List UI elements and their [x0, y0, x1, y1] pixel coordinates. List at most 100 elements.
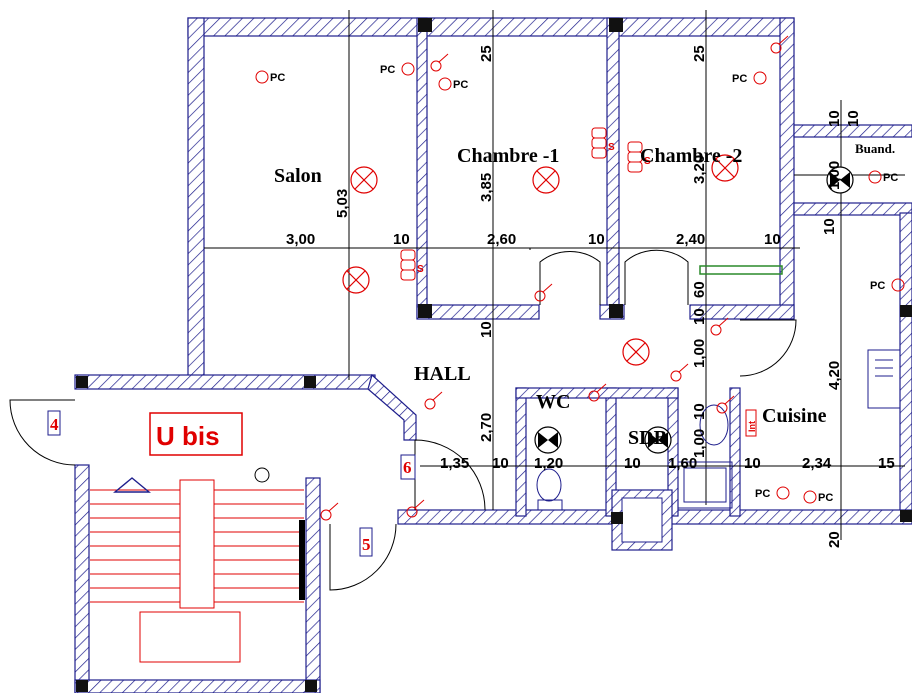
- dim-label: 10: [826, 110, 843, 127]
- switch-icon: [588, 383, 607, 402]
- wet-light-icon: [534, 426, 562, 454]
- column: [900, 510, 912, 522]
- outlet-pc-label: PC: [270, 72, 285, 84]
- outlet-pc-icon: PC: [755, 486, 790, 500]
- door-cuisine: [739, 319, 797, 377]
- ceiling-light-icon: [342, 266, 370, 294]
- socket-label: S: [608, 142, 615, 153]
- toilet-icon: [536, 468, 562, 502]
- switch-icon: [770, 35, 789, 54]
- column: [305, 680, 317, 692]
- stair-up-arrow: [113, 477, 151, 493]
- dim-label: 25: [478, 45, 495, 62]
- switch-icon: [424, 391, 443, 410]
- dim-label: 60: [691, 281, 708, 298]
- outlet-pc-icon: PC: [380, 62, 415, 76]
- dim-label: 10: [845, 110, 862, 127]
- stair-core: [179, 479, 215, 609]
- switch-icon: [534, 283, 553, 302]
- room-label-chambre2: Chambre -2: [640, 145, 742, 167]
- column: [418, 304, 432, 318]
- outlet-pc-label: PC: [870, 280, 885, 292]
- outlet-pc-icon: PC: [732, 71, 767, 85]
- cabinet-green: [699, 265, 783, 275]
- block-label: U bis: [156, 421, 220, 451]
- switch-icon: [430, 53, 449, 72]
- wall-stair-bottom: [74, 679, 321, 693]
- kitchen-stove: [867, 349, 901, 409]
- socket-stack-icon: S: [591, 127, 615, 159]
- dim-label: 10: [691, 403, 708, 420]
- socket-stack-icon: S: [627, 141, 651, 173]
- door-5: [329, 523, 397, 591]
- dim-label: 10: [821, 218, 838, 235]
- wall-chambre1-right: [606, 17, 620, 319]
- column: [609, 304, 623, 318]
- socket-label: S: [644, 156, 651, 167]
- block-label-box: [149, 412, 243, 456]
- wall-buand-top: [793, 124, 912, 138]
- dim-label: 2,60: [487, 231, 516, 248]
- wall-stair-right: [305, 477, 321, 693]
- column: [304, 376, 316, 388]
- outlet-pc-label: PC: [380, 64, 395, 76]
- wall-sdb-top: [515, 387, 679, 399]
- door-chambre2: [624, 249, 689, 305]
- room-label-chambre1: Chambre -1: [457, 145, 559, 167]
- stair-steps: [90, 489, 304, 603]
- doors: [9, 249, 797, 591]
- dim-label: 15: [878, 455, 895, 472]
- stair-light: [254, 467, 270, 483]
- wall-wc-left: [515, 387, 527, 517]
- dim-label: 10: [764, 231, 781, 248]
- dim-label: 1,00: [691, 429, 708, 458]
- outlet-pc-icon: PC: [255, 70, 285, 84]
- dim-label: 10: [478, 321, 495, 338]
- dim-label: 10: [744, 455, 761, 472]
- switch-icon: [670, 363, 689, 382]
- ceiling-light-icon: [532, 166, 560, 194]
- switch-icon: [716, 395, 735, 414]
- switch-icon: [710, 317, 729, 336]
- dim-label: 20: [826, 531, 843, 548]
- dim-label: 10: [588, 231, 605, 248]
- toilet-tank: [537, 499, 563, 511]
- dim-label: 4,20: [826, 361, 843, 390]
- sanitary: [536, 404, 733, 511]
- outlet-pc-icon: PC: [438, 77, 468, 91]
- column: [76, 376, 88, 388]
- staircase: [139, 479, 241, 663]
- dim-label: 1,00: [691, 339, 708, 368]
- dim-label: 10: [492, 455, 509, 472]
- outlet-pc-label: PC: [732, 73, 747, 85]
- dim-label: 10: [691, 308, 708, 325]
- switch-box-label: Int: [747, 421, 757, 432]
- switch-icon: [320, 502, 339, 521]
- outlet-pc-label: PC: [818, 492, 833, 504]
- dim-label: 1,20: [534, 455, 563, 472]
- switch-box-icon: Int: [745, 409, 757, 437]
- dim-label: 25: [691, 45, 708, 62]
- dim-label: 5,03: [334, 189, 351, 218]
- ceiling-light-icon: [350, 166, 378, 194]
- dim-label: 3,00: [286, 231, 315, 248]
- door-number-4: 4: [50, 415, 59, 434]
- stair-landing: [139, 611, 241, 663]
- dim-label: 2,70: [478, 413, 495, 442]
- wall-salon-left: [187, 17, 205, 384]
- door-number-tags: 4 5 6: [47, 410, 416, 557]
- room-label-sdb: SDB: [628, 427, 667, 449]
- dim-label: 1,00: [826, 161, 843, 190]
- column: [76, 680, 88, 692]
- sink-icon: [699, 404, 729, 446]
- room-label-hall: HALL: [414, 363, 471, 385]
- kitchen-unit: [867, 349, 901, 409]
- door-number-box: [47, 410, 61, 436]
- dim-label: 2,34: [802, 455, 832, 472]
- wall-cuisine-left: [729, 387, 741, 517]
- switch-icon: [406, 499, 425, 518]
- column: [900, 305, 912, 317]
- dim-label: 1,35: [440, 455, 469, 472]
